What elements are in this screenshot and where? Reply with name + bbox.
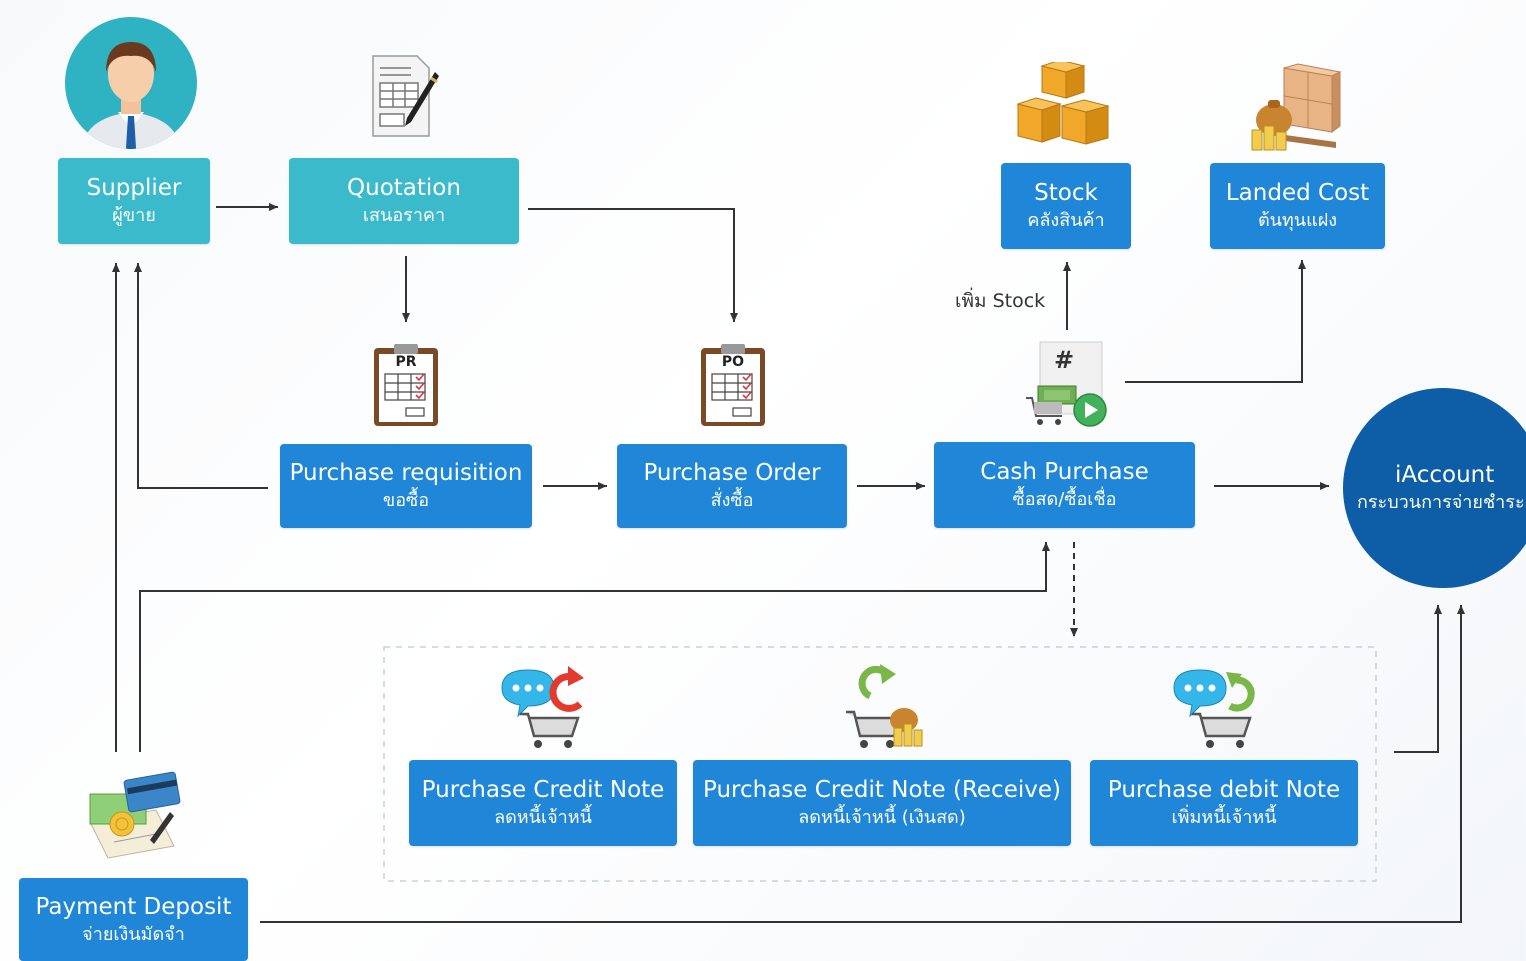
cash-purchase-icon: # (1026, 341, 1107, 427)
arrow-pr-supplier (134, 263, 268, 489)
purchase-credit-note-receive-box[interactable]: Purchase Credit Note (Receive) ลดหนี้เจ้… (693, 760, 1071, 846)
purchase-debit-note-box[interactable]: Purchase debit Note เพิ่มหนี้เจ้าหนี้ (1090, 760, 1358, 846)
payment-deposit-box[interactable]: Payment Deposit จ่ายเงินมัดจำ (19, 878, 248, 961)
supplier-subtitle: ผู้ขาย (112, 205, 156, 226)
purchase-requisition-subtitle: ขอซื้อ (382, 490, 430, 511)
po-clipboard-icon: PO (701, 344, 765, 426)
payment-deposit-title: Payment Deposit (35, 893, 232, 920)
purchase-order-box[interactable]: Purchase Order สั่งซื้อ (617, 444, 847, 528)
iaccount-title: iAccount (1395, 462, 1495, 488)
supplier-box[interactable]: Supplier ผู้ขาย (58, 158, 210, 244)
cash-purchase-title: Cash Purchase (980, 459, 1149, 485)
cash-purchase-subtitle: ซื้อสด/ซื้อเชื่อ (1012, 489, 1117, 510)
payment-cards-icon (89, 771, 181, 859)
quotation-subtitle: เสนอราคา (362, 205, 446, 226)
supplier-title: Supplier (86, 175, 182, 201)
person-avatar-icon (65, 17, 197, 149)
landed-cost-box[interactable]: Landed Cost ต้นทุนแฝง (1210, 163, 1385, 249)
landed-cost-title: Landed Cost (1225, 180, 1370, 206)
purchase-debit-note-subtitle: เพิ่มหนี้เจ้าหนี้ (1171, 807, 1277, 828)
arrow-quotation-po (528, 208, 738, 322)
purchase-credit-note-receive-subtitle: ลดหนี้เจ้าหนี้ (เงินสด) (798, 807, 966, 828)
notes-group-frame (383, 646, 1377, 882)
cash-purchase-box[interactable]: Cash Purchase ซื้อสด/ซื้อเชื่อ (934, 442, 1195, 528)
iaccount-circle[interactable]: iAccount กระบวนการจ่ายชำระ (1343, 388, 1526, 588)
quotation-box[interactable]: Quotation เสนอราคา (289, 158, 519, 244)
payment-deposit-subtitle: จ่ายเงินมัดจำ (82, 923, 185, 945)
purchase-requisition-title: Purchase requisition (289, 460, 523, 486)
boxes-icon (1016, 62, 1110, 145)
iaccount-subtitle: กระบวนการจ่ายชำระ (1357, 492, 1525, 513)
debit-note-icon (1173, 669, 1255, 748)
landed-cost-icon (1251, 63, 1342, 151)
hash-icon-label: # (1054, 346, 1074, 374)
quotation-title: Quotation (347, 175, 461, 201)
po-icon-label: PO (722, 354, 744, 370)
pr-icon-label: PR (395, 354, 416, 370)
purchase-credit-note-receive-title: Purchase Credit Note (Receive) (703, 777, 1061, 803)
arrow-cash-landed (1125, 260, 1306, 383)
purchase-debit-note-title: Purchase debit Note (1107, 777, 1341, 803)
stock-subtitle: คลังสินค้า (1027, 210, 1105, 231)
purchase-order-title: Purchase Order (643, 460, 821, 486)
arrow-deposit-cash (139, 542, 1050, 752)
purchase-requisition-box[interactable]: Purchase requisition ขอซื้อ (280, 444, 532, 528)
pr-clipboard-icon: PR (374, 344, 438, 426)
credit-note-receive-icon (846, 664, 923, 748)
landed-cost-subtitle: ต้นทุนแฝง (1257, 210, 1338, 231)
purchase-order-subtitle: สั่งซื้อ (710, 490, 754, 511)
credit-note-icon (501, 666, 584, 748)
add-stock-label: เพิ่ม Stock (955, 290, 1046, 312)
arrow-deposit-iaccount (260, 605, 1465, 923)
stock-title: Stock (1034, 180, 1098, 206)
arrow-notes-iaccount (1394, 605, 1442, 753)
purchase-credit-note-subtitle: ลดหนี้เจ้าหนี้ (494, 807, 592, 828)
stock-box[interactable]: Stock คลังสินค้า (1001, 163, 1131, 249)
purchase-credit-note-box[interactable]: Purchase Credit Note ลดหนี้เจ้าหนี้ (409, 760, 677, 846)
purchase-credit-note-title: Purchase Credit Note (421, 777, 665, 803)
quotation-document-icon (372, 55, 439, 137)
